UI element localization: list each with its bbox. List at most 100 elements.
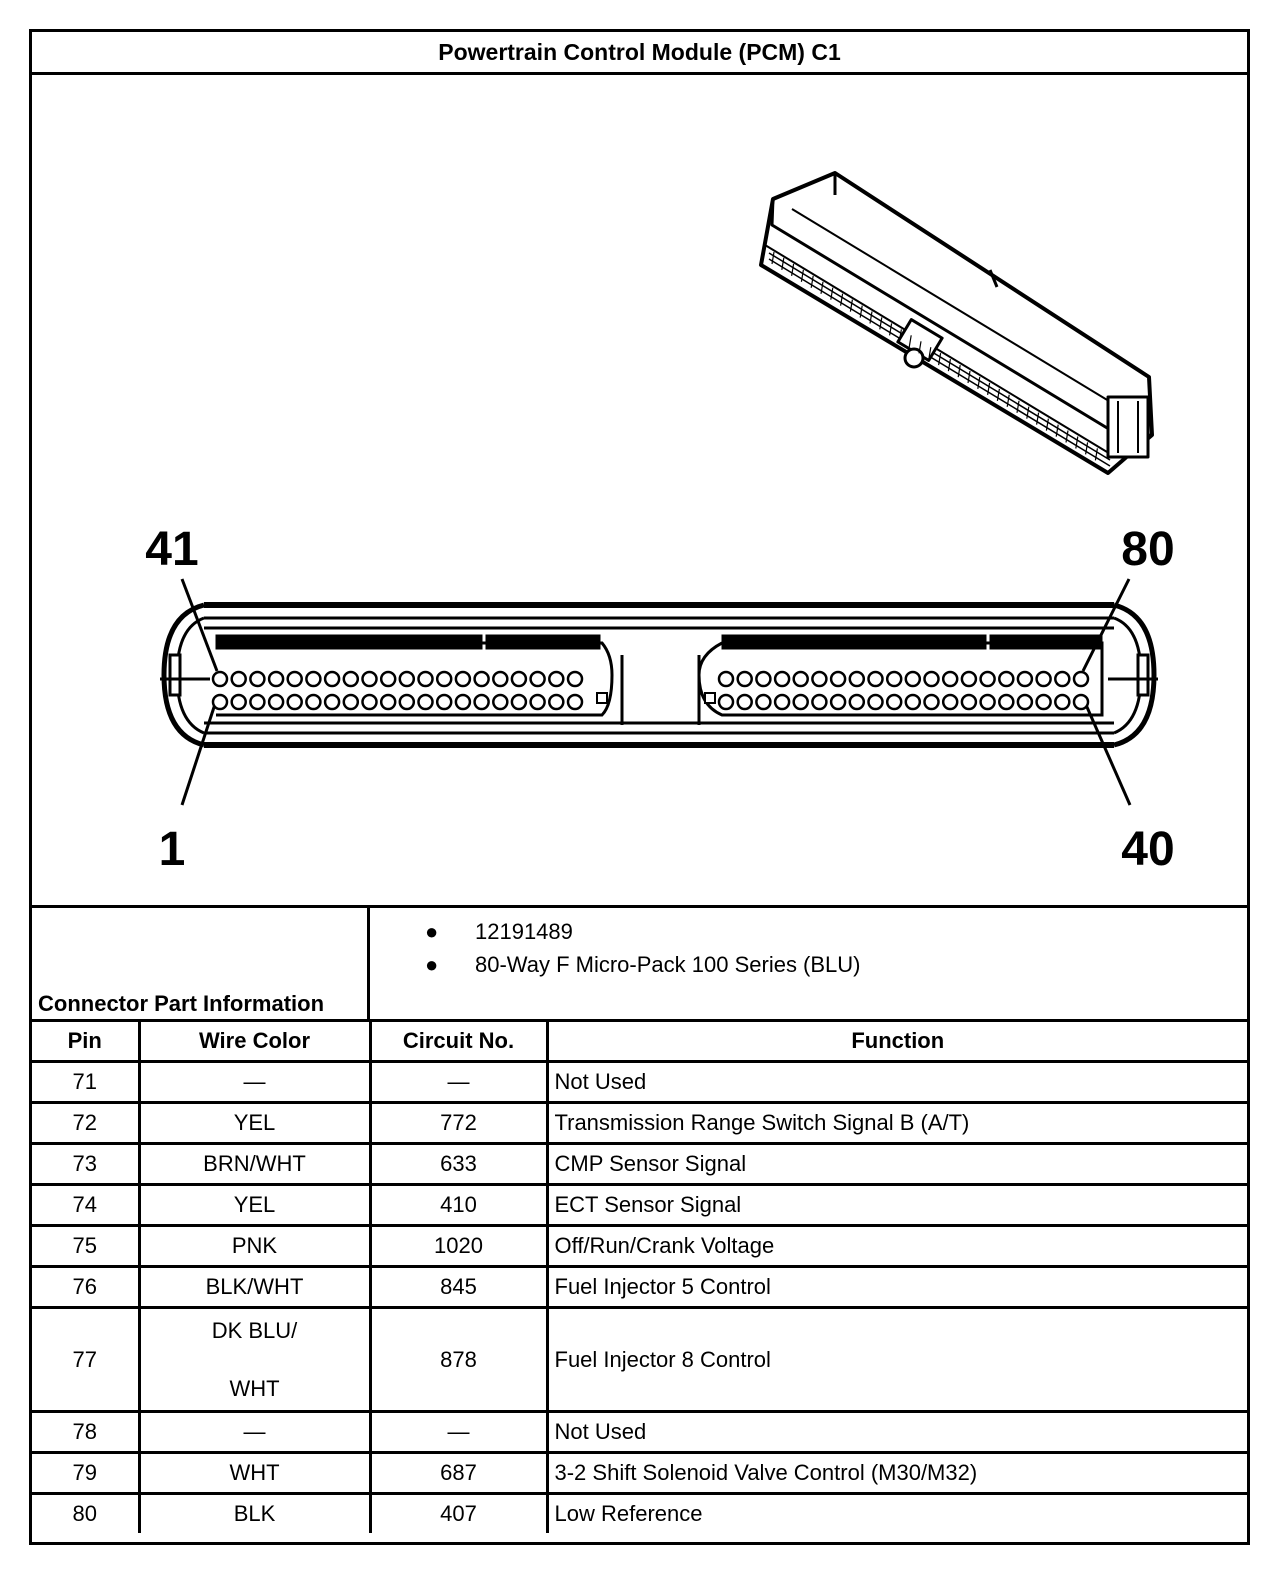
pin-hole <box>361 670 378 688</box>
cell-circuit: 410 <box>368 1183 549 1227</box>
pin-hole <box>454 693 472 711</box>
pin-hole <box>211 670 229 688</box>
pin-label-80: 80 <box>1121 523 1174 576</box>
iso-terminal-tick <box>947 359 951 372</box>
cell-pin: 78 <box>32 1410 141 1454</box>
cell-circuit: — <box>368 1410 549 1454</box>
pin-hole <box>529 693 546 711</box>
iso-terminal-tick <box>830 287 834 300</box>
cell-function: CMP Sensor Signal <box>545 1142 1247 1186</box>
connector-part-info-label: Connector Part Information <box>32 908 370 1019</box>
pin-hole <box>342 693 360 711</box>
cell-wire-color: BRN/WHT <box>137 1142 372 1186</box>
cell-circuit: 772 <box>368 1101 549 1145</box>
pin-hole <box>867 693 884 711</box>
cell-function: Fuel Injector 8 Control <box>545 1306 1247 1413</box>
pin-hole <box>566 693 584 711</box>
cell-pin: 79 <box>32 1451 141 1495</box>
pin-hole <box>1035 693 1052 711</box>
pin-hole <box>717 670 735 688</box>
pin-hole <box>960 693 978 711</box>
pin-hole <box>473 693 490 711</box>
connector-part-info: Connector Part Information ● 12191489 ● … <box>32 905 1247 1022</box>
pin-hole <box>230 670 247 688</box>
pin-hole <box>811 693 828 711</box>
cell-pin: 76 <box>32 1265 141 1309</box>
iso-terminal-tick <box>879 317 883 330</box>
table-row: 73 BRN/WHT 633 CMP Sensor Signal <box>32 1142 1247 1186</box>
pin-hole <box>492 670 509 688</box>
table-row: 78 — — Not Used <box>32 1410 1247 1454</box>
pin-hole <box>1054 670 1071 688</box>
pin-hole <box>923 693 940 711</box>
pin-hole <box>267 693 285 711</box>
pin-hole <box>510 693 528 711</box>
iso-terminal-tick <box>1045 418 1049 431</box>
iso-terminal-tick <box>849 299 853 312</box>
iso-terminal-tick <box>1085 442 1089 455</box>
iso-terminal-tick <box>918 341 922 354</box>
cell-pin: 77 <box>32 1306 141 1413</box>
pin-label-41: 41 <box>145 523 198 576</box>
cell-function: Not Used <box>545 1410 1247 1454</box>
iso-terminal-tick <box>869 311 873 324</box>
cell-pin: 80 <box>32 1492 141 1533</box>
table-row: 80 BLK 407 Low Reference <box>32 1492 1247 1533</box>
iso-terminal-tick <box>1055 424 1059 437</box>
pin-hole <box>736 670 753 688</box>
cell-pin: 71 <box>32 1060 141 1104</box>
pin-hole <box>305 670 322 688</box>
pin-hole <box>379 693 397 711</box>
iso-terminal-tick <box>957 365 961 378</box>
pin-hole <box>230 693 247 711</box>
pin-hole <box>792 670 809 688</box>
bullet-icon: ● <box>425 919 439 944</box>
pin-hole <box>773 670 791 688</box>
cell-wire-color: YEL <box>137 1101 372 1145</box>
pin-hole <box>1072 693 1090 711</box>
iso-terminal-tick <box>1075 436 1079 449</box>
pin-hole <box>998 670 1015 688</box>
pin-hole <box>923 670 940 688</box>
iso-terminal-tick <box>996 388 1000 401</box>
header-circuit-no: Circuit No. <box>368 1022 549 1063</box>
pin-hole <box>342 670 360 688</box>
cell-circuit: 1020 <box>368 1224 549 1268</box>
table-row: 75 PNK 1020 Off/Run/Crank Voltage <box>32 1224 1247 1268</box>
iso-terminal-tick <box>1094 448 1098 461</box>
pin-hole <box>1035 670 1052 688</box>
pin-hole <box>885 693 903 711</box>
cell-circuit: 687 <box>368 1451 549 1495</box>
cell-wire-color: WHT <box>137 1451 372 1495</box>
iso-terminal-tick <box>771 251 775 265</box>
iso-terminal-tick <box>938 353 942 366</box>
iso-terminal-tick <box>898 329 902 342</box>
iso-terminal-tick <box>1006 394 1010 407</box>
table-row: 76 BLK/WHT 845 Fuel Injector 5 Control <box>32 1265 1247 1309</box>
table-row: 71 — — Not Used <box>32 1060 1247 1104</box>
cell-circuit: 878 <box>368 1306 549 1413</box>
cell-function: Not Used <box>545 1060 1247 1104</box>
pin-hole <box>904 693 922 711</box>
header-function: Function <box>545 1022 1247 1063</box>
pin-hole <box>323 693 341 711</box>
pin-hole <box>792 693 809 711</box>
cell-function: ECT Sensor Signal <box>545 1183 1247 1227</box>
cell-wire-color: YEL <box>137 1183 372 1227</box>
pin-hole <box>848 670 866 688</box>
pin-hole <box>736 693 753 711</box>
pin-leader-lines <box>180 578 1132 806</box>
iso-terminal-tick <box>967 370 971 384</box>
pin-hole <box>885 670 903 688</box>
iso-terminal-tick <box>1065 430 1069 443</box>
cell-wire-color: BLK <box>137 1492 372 1533</box>
pin-hole <box>829 670 847 688</box>
cell-wire-color: DK BLU/ WHT <box>137 1306 372 1413</box>
table-row: 77 DK BLU/ WHT 878 Fuel Injector 8 Contr… <box>32 1306 1247 1413</box>
pin-hole <box>829 693 847 711</box>
pin-hole <box>510 670 528 688</box>
pin-hole <box>286 693 303 711</box>
table-header-row: Pin Wire Color Circuit No. Function <box>32 1022 1247 1063</box>
cell-function: Fuel Injector 5 Control <box>545 1265 1247 1309</box>
pin-hole <box>492 693 509 711</box>
